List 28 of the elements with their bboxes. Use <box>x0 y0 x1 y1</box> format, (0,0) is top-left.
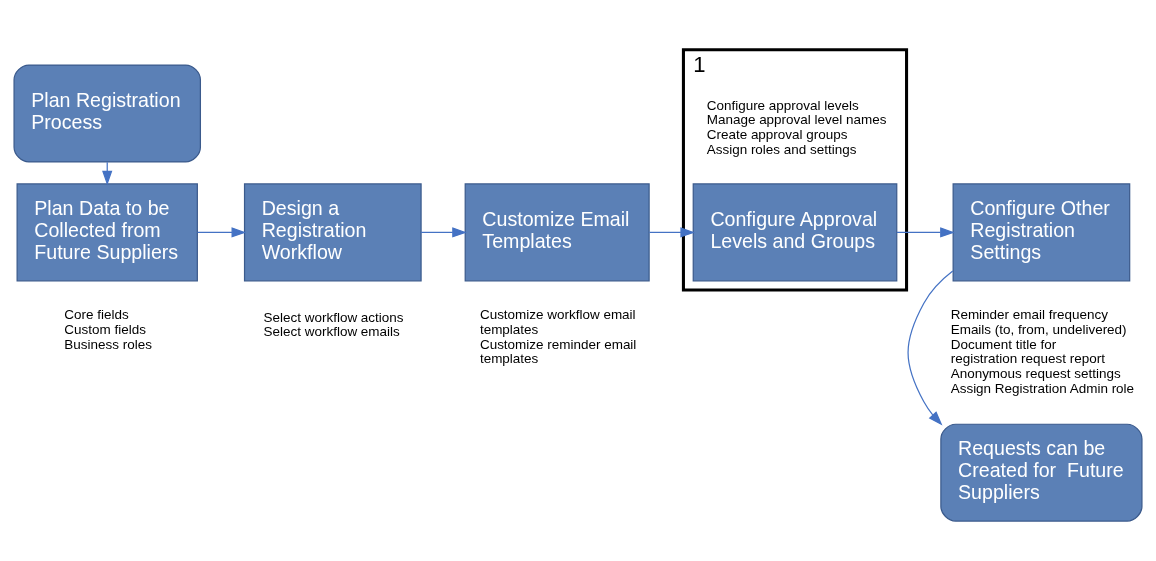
node-label: Anonymous request settings <box>950 366 1121 382</box>
node-box: Configure Approval Levels and Groups <box>692 183 898 282</box>
node-label: Document title for registration request report <box>950 336 1105 367</box>
node-box: Design a Registration Workflow <box>243 183 422 282</box>
node-label: Business roles <box>64 336 152 352</box>
arrow <box>420 227 467 238</box>
node-box: Plan Registration Process <box>13 64 201 163</box>
arrow <box>896 227 955 238</box>
node-label: Create approval groups <box>706 126 848 142</box>
node-label: Core fields <box>64 307 129 323</box>
node-label: Emails (to, from, undelivered) <box>950 321 1127 337</box>
node-label: Manage approval level names <box>706 112 887 128</box>
node-label: Assign roles and settings <box>706 141 857 157</box>
node-label: Customize workflow email templates <box>479 307 636 337</box>
node-label: Select workflow actions <box>263 309 404 325</box>
node-label: Customize reminder email templates <box>479 336 637 367</box>
node-label: Reminder email frequency <box>950 307 1108 323</box>
node-label: Assign Registration Admin role <box>950 380 1135 396</box>
arrow <box>197 227 247 238</box>
arrow <box>907 270 954 426</box>
node-label: Configure approval levels <box>706 97 859 113</box>
node-box: Plan Data to be Collected from Future Suppliers <box>16 183 198 282</box>
node-label: Custom fields <box>64 321 146 337</box>
node-box: Requests can be Created for Future Suppliers <box>940 423 1143 522</box>
node-box: Customize Email Templates <box>464 183 650 282</box>
node-box: Configure Other Registration Settings <box>952 183 1131 282</box>
node-label: Select workflow emails <box>263 324 400 340</box>
arrow <box>648 227 696 238</box>
